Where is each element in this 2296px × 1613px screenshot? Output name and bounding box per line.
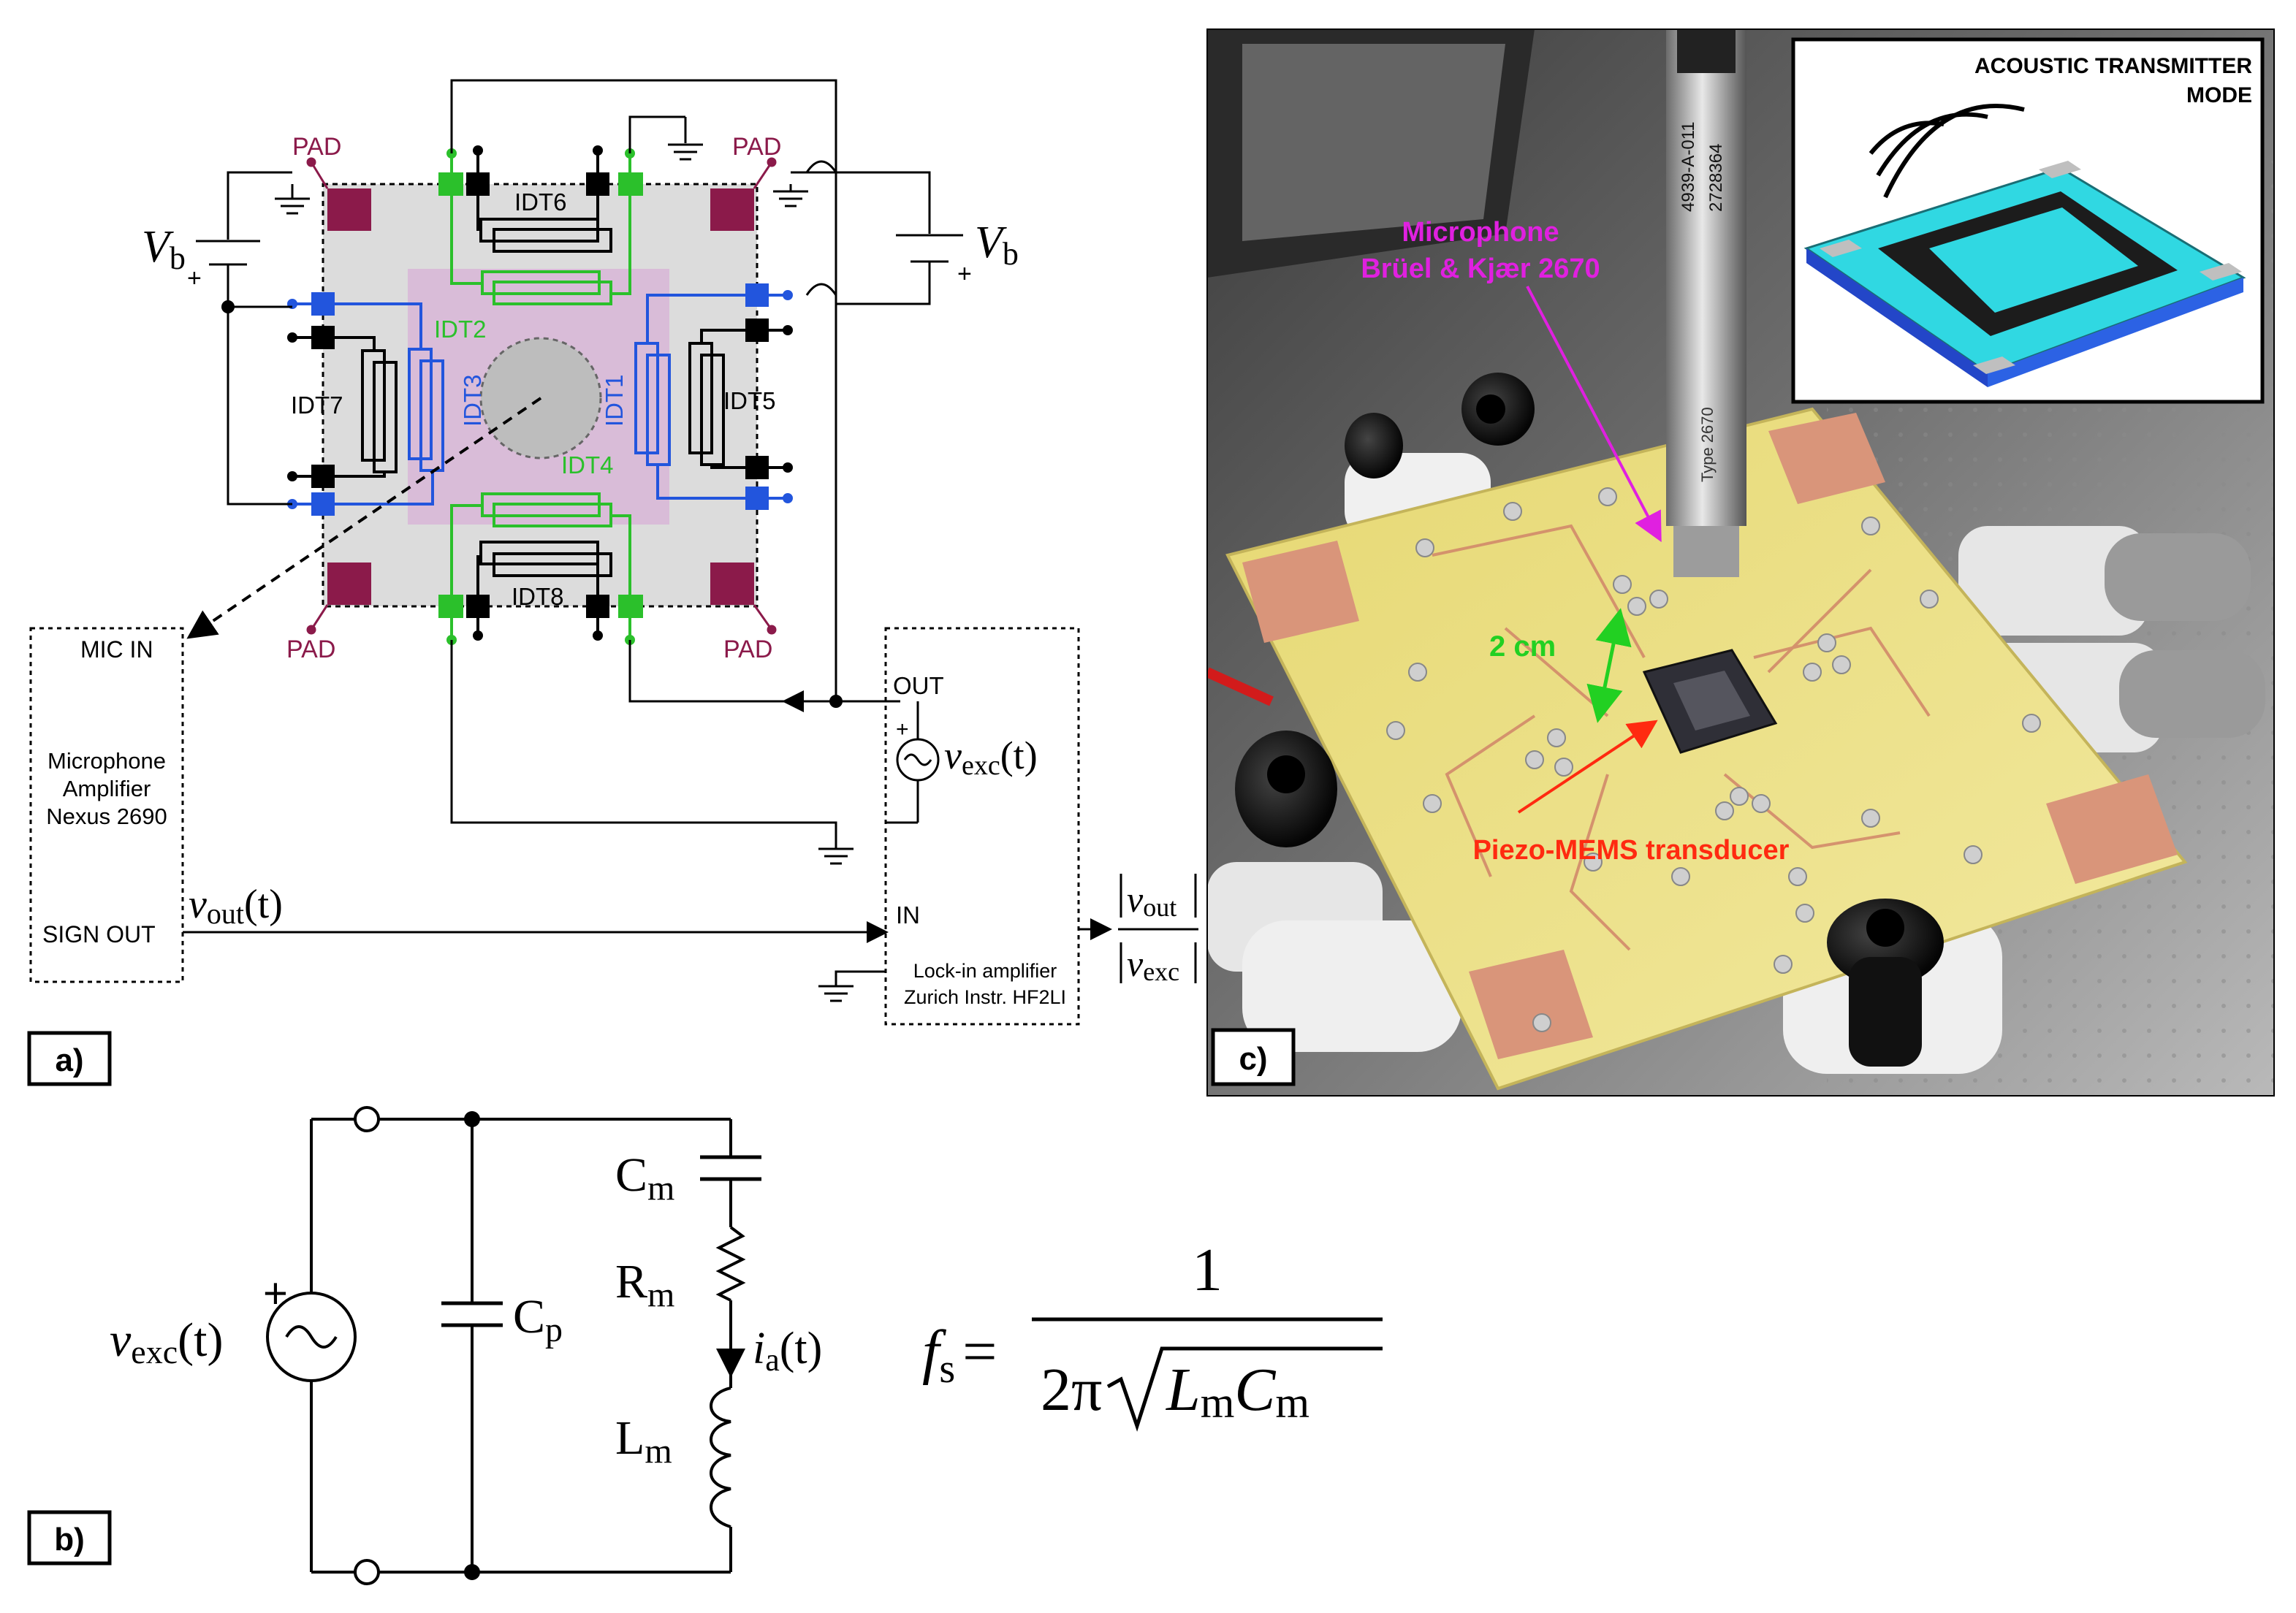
black-contacts: [287, 145, 793, 641]
lockin-amplifier-box: [884, 627, 1080, 1026]
panel-c-label-box: [1211, 1028, 1296, 1086]
lockin-line2: Zurich Instr. HF2LI: [904, 986, 1066, 1008]
mic-amp-line2: Amplifier: [63, 776, 151, 801]
panel-c-photo: 4939-A-011 2728364 Type 2670 Microphone …: [1206, 28, 2275, 1097]
probe-text-1: 4939-A-011: [1679, 121, 1698, 212]
vexc-label-b: vexc(t): [110, 1313, 223, 1370]
vb-right-plus: +: [957, 260, 972, 288]
panel-a-label: a): [55, 1042, 83, 1078]
idt3-label: IDT3: [459, 374, 486, 427]
ac-source-vexc: [266, 1292, 357, 1382]
svg-text:vexc: vexc: [1127, 943, 1179, 986]
lm-label: Lm: [615, 1411, 672, 1471]
pad-label-tr: PAD: [732, 133, 781, 161]
pad-leader-lines: [306, 157, 777, 635]
pad-label-bl: PAD: [286, 636, 335, 663]
pcb-solder-pins: [1386, 487, 2041, 1032]
inset-pads: [1820, 161, 2242, 374]
node-bottom: [464, 1564, 480, 1580]
svg-text:1: 1: [1192, 1236, 1223, 1304]
panel-a-label-box: [27, 1031, 112, 1086]
pad-top-left: [327, 188, 371, 231]
terminal-top: [354, 1106, 380, 1132]
cp-capacitor: [441, 1301, 503, 1327]
idt2-label: IDT2: [434, 316, 487, 343]
svg-text:vout: vout: [1127, 879, 1176, 922]
ac-source-lockin: [886, 701, 940, 824]
svg-text:fs=: fs=: [922, 1318, 997, 1392]
pad-label-tl: PAD: [292, 133, 341, 161]
panel-c-label: c): [1239, 1041, 1267, 1077]
probe-text-3: Type 2670: [1698, 407, 1717, 482]
mic-annotation-line1: Microphone: [1402, 217, 1559, 248]
idt4-label: IDT4: [561, 451, 614, 478]
microphone-probe: [1666, 29, 1746, 577]
lockin-out-label: OUT: [893, 672, 944, 699]
ia-label: ia(t): [753, 1324, 822, 1378]
green-contacts: [438, 148, 643, 645]
pad-top-right: [710, 188, 754, 231]
transducer-arrow: [1517, 720, 1658, 814]
lockin-ground-wire: [835, 970, 886, 986]
red-wire: [1207, 667, 1274, 706]
idt7-label: IDT7: [291, 392, 343, 419]
pad-bottom-right: [710, 563, 754, 605]
vb-right-label: Vb: [975, 218, 1019, 272]
distance-label: 2 cm: [1489, 630, 1556, 663]
ac-source-plus-b: +: [263, 1270, 288, 1317]
sound-waves-icon: [1869, 104, 2025, 199]
node-top: [464, 1111, 480, 1127]
rm-resistor: [715, 1226, 746, 1302]
vb-left-plus: +: [187, 264, 202, 292]
ac-source-plus: +: [896, 717, 909, 741]
mic-annotation-arrow: [1526, 286, 1662, 543]
lm-inductor: [710, 1387, 731, 1528]
vb-right-source: [791, 160, 963, 305]
vb-left-source: [196, 171, 292, 506]
cm-label: Cm: [615, 1148, 674, 1208]
inset-transmitter-mode: ACOUSTIC TRANSMITTER MODE: [1791, 37, 2265, 404]
idt1-label: IDT1: [601, 374, 628, 427]
blue-contacts: [287, 283, 793, 516]
mic-amp-line1: Microphone: [47, 748, 166, 774]
rm-label: Rm: [615, 1255, 674, 1314]
vb-left-node: [221, 300, 235, 313]
transducer-label: Piezo-MEMS transducer: [1473, 835, 1790, 866]
idt5-label: IDT5: [723, 387, 776, 414]
screws: [1235, 373, 1944, 1067]
ratio-expression: vout vexc: [1118, 874, 1198, 986]
distance-arrow: [1586, 608, 1632, 723]
inset-title-line1: ACOUSTIC TRANSMITTER: [1974, 54, 2252, 78]
acoustic-path-arrow: [186, 397, 542, 639]
vexc-label-a: vexc(t): [944, 733, 1038, 781]
photo-frame: [1206, 28, 2275, 1097]
panel-b-label-box: [27, 1510, 112, 1566]
vout-label: vout(t): [189, 882, 283, 930]
panel-a-measurement-setup: PAD PAD PAD PAD: [27, 79, 1198, 1086]
pcb-copper-pads: [1242, 413, 2178, 1059]
cm-capacitor: [700, 1155, 761, 1181]
resonance-formula: fs= 1 2π LmCm: [922, 1236, 1383, 1432]
idt6-label: IDT6: [514, 188, 567, 216]
panel-b-equivalent-circuit: Cp Cm Rm ia(t) Lm + vexc(t) fs= 1 2π: [27, 1106, 1383, 1585]
mic-amplifier-box: [29, 627, 184, 983]
probe-text-2: 2728364: [1706, 144, 1726, 212]
lockin-line1: Lock-in amplifier: [913, 960, 1057, 982]
svg-text:LmCm: LmCm: [1166, 1356, 1309, 1427]
mic-in-label: MIC IN: [80, 636, 153, 663]
mic-amp-line3: Nexus 2690: [46, 804, 167, 829]
vb-left-label: Vb: [142, 222, 186, 276]
panel-b-label: b): [54, 1522, 85, 1557]
pad-label-br: PAD: [723, 636, 772, 663]
idt8-label: IDT8: [512, 583, 564, 610]
lockin-in-label: IN: [896, 901, 920, 928]
svg-text:2π: 2π: [1041, 1356, 1102, 1424]
inset-title-line2: MODE: [2186, 83, 2252, 107]
cp-label: Cp: [513, 1290, 563, 1349]
terminal-bottom: [354, 1559, 380, 1585]
mic-annotation-line2: Brüel & Kjær 2670: [1361, 253, 1600, 284]
sign-out-label: SIGN OUT: [42, 921, 156, 947]
pad-bottom-left: [327, 563, 371, 605]
